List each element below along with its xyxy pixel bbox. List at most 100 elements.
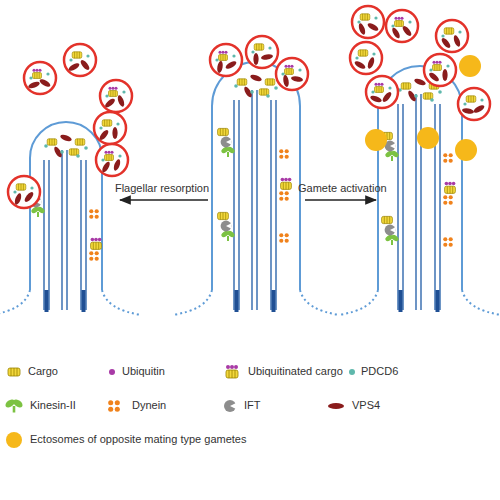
dynein-dot [279,233,283,237]
cargo-body [259,89,269,95]
cargo-icon [281,182,292,189]
cargo-stripe [223,212,224,219]
basal-body [436,290,440,312]
pdcd6-dot [251,50,254,53]
vps4-icon [216,61,223,74]
ubiquitinated-cargo-icon [109,87,118,97]
vps4-icon [59,134,72,143]
vps4-icon [442,69,447,81]
cargo-stripe [54,139,55,145]
ectosome-membrane [24,62,56,94]
ubiquitinated-cargo-icon [445,182,456,194]
ectosome [210,44,242,76]
ubiquitinated-cargo-icon [285,65,294,75]
cargo-icon [254,44,264,50]
dynein-dot [443,195,447,199]
legend-swatch [109,369,115,375]
cargo-icon [47,139,57,145]
ubiquitinated-cargo-icon [33,69,42,79]
cargo-stripe [261,89,262,95]
ubiquitin-dot [94,238,98,242]
vps4-icon [225,60,238,71]
microtubule [48,160,49,310]
ectosome [424,54,456,86]
cargo-stripe [379,87,380,93]
cargo-stripe [256,44,257,50]
dynein-icon [279,149,289,159]
process-arrow [305,199,376,201]
ectosome [350,42,382,74]
dynein-dot [279,239,283,243]
kinesin-stalk [13,406,16,413]
cargo-stripe [39,73,40,79]
ectosome-membrane [458,88,490,120]
pdcd6-dot [388,86,391,89]
ubiquitin-dot [452,182,456,186]
dynein-dot [95,209,99,213]
cargo-stripe [286,69,287,75]
cargo-body [382,216,393,223]
ubiquitin-dot [115,87,118,90]
dynein-dot [449,159,453,163]
microtubule [85,160,86,310]
ubiquitin-dot [219,51,222,54]
ubiquitin-dot [39,69,42,72]
cargo-body [102,120,112,126]
cargo-icon [109,91,118,97]
cargo-stripe [291,69,292,75]
cargo-stripe [451,28,452,34]
pdcd6-dot [234,84,238,88]
ectosome [386,10,418,42]
legend-sample [8,368,20,376]
legend-text: Ubiquitinated cargo [248,365,343,378]
dynein-icon [89,251,99,261]
legend-text: IFT [244,399,261,412]
vps4-icon [117,94,126,107]
cargo-stripe [225,55,226,61]
vps4-icon [473,104,486,115]
kinesin-icon [220,146,235,157]
dynein-dot [279,149,283,153]
dynein-dot [449,201,453,205]
ubiquitin-dot [436,61,439,64]
cargo-stripe [80,139,81,145]
microtubule [43,160,44,310]
cargo-icon [16,184,26,190]
cargo-stripe [360,50,361,56]
kinesin-stalk [227,152,229,157]
ubiquitin-dot [288,178,292,182]
cargo-body [395,21,404,27]
dynein-dot [285,149,289,153]
flagellar-membrane [30,122,102,290]
ift-notch [390,143,395,148]
vps4-icon [243,86,254,99]
legend-sample [108,400,120,412]
ift-notch [230,403,236,409]
cargo-stripe [220,212,221,219]
microtubule [397,104,398,310]
cargo-body [72,52,82,58]
pdcd6-dot [266,94,270,98]
cargo-stripe [225,128,226,135]
kinesin-stalk [227,236,229,241]
pdcd6-dot [122,90,125,93]
dynein-icon [443,195,453,205]
dynein-dot [285,191,289,195]
dynein-dot [443,201,447,205]
ectosome-membrane [424,54,456,86]
cargo-stripe [261,44,262,50]
cargo-body [433,65,442,71]
cargo-stripe [71,149,72,155]
microtubule [270,100,271,310]
cargo-stripe [434,65,435,71]
dynein-dot [89,257,93,261]
cargo-body [423,93,433,99]
vps4-icon [79,59,91,72]
pdcd6-dot [458,30,461,33]
cargo-icon [69,149,79,155]
cargo-stripe [396,21,397,27]
dynein-icon [279,233,289,243]
pdcd6-dot [391,24,394,27]
